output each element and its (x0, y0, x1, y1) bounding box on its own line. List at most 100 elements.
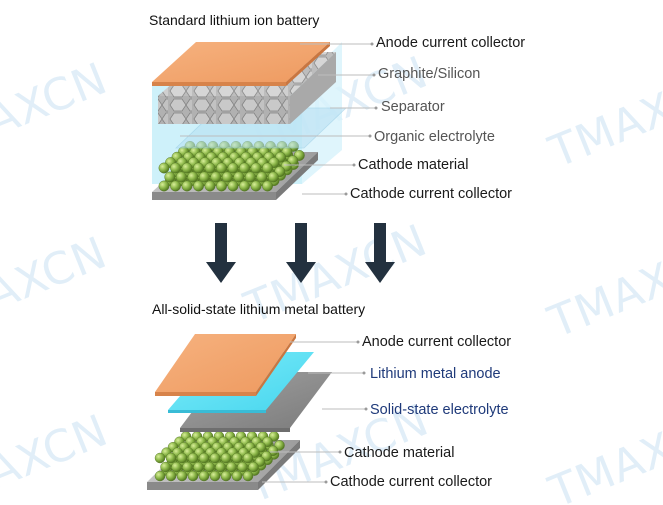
cathode-particle (256, 171, 268, 183)
cathode-particle (220, 452, 232, 464)
cathode-particle (165, 470, 177, 482)
cathode-particle (181, 180, 193, 192)
ss-cathode-material (154, 431, 285, 482)
cathode-particle (216, 162, 227, 174)
cathode-particle (198, 452, 210, 464)
bottom-callout-leaders (262, 341, 366, 483)
cathode-particle (193, 461, 204, 473)
cathode-particle (210, 171, 222, 183)
cathode-particle (262, 180, 273, 192)
cathode-particle (244, 171, 256, 183)
cathode-particle (187, 452, 199, 464)
ss-label-lithium-metal-anode: Lithium metal anode (370, 366, 501, 382)
cathode-particle (267, 171, 279, 183)
ss-anode-current-collector-top (155, 334, 296, 392)
cathode-particle (262, 162, 273, 174)
cathode-particle (227, 162, 239, 174)
label-cathode-current-collector: Cathode current collector (350, 186, 512, 202)
solid-state-electrolyte-front (180, 428, 290, 432)
label-separator: Separator (381, 99, 445, 115)
cathode-particle (154, 452, 166, 464)
cathode-particle (158, 180, 170, 192)
cathode-particle (171, 461, 182, 473)
cathode-particle (231, 470, 243, 482)
graphite-silicon-front (158, 96, 290, 124)
down-arrow-icon (365, 223, 395, 283)
cathode-particle (215, 461, 226, 473)
cathode-particle (220, 470, 232, 482)
cathode-particle (198, 470, 210, 482)
anode-current-collector-top (152, 42, 330, 82)
cathode-particle (239, 162, 250, 174)
cathode-particle (187, 171, 199, 183)
cathode-particle (170, 180, 181, 192)
cathode-particle (231, 452, 243, 464)
standard-battery-stack (152, 42, 347, 200)
cathode-particle (204, 162, 216, 174)
ss-anode-current-collector-front (155, 392, 256, 396)
cathode-particle (239, 180, 250, 192)
ss-label-cathode-material: Cathode material (344, 445, 454, 461)
cathode-particle (176, 452, 188, 464)
watermark: TMAX (541, 253, 663, 349)
bottom-section-title: All-solid-state lithium metal battery (152, 301, 365, 317)
cathode-particle (158, 162, 170, 174)
cathode-particle (242, 452, 254, 464)
cathode-particle (250, 162, 262, 174)
label-organic-electrolyte: Organic electrolyte (374, 129, 495, 145)
cathode-particle (164, 171, 176, 183)
label-cathode-material: Cathode material (358, 157, 468, 173)
cathode-particle (226, 461, 237, 473)
cathode-particle (209, 452, 221, 464)
watermark: AXCN (0, 227, 114, 321)
cathode-particle (165, 452, 177, 464)
cathode-particle (242, 470, 254, 482)
lithium-metal-anode-front (168, 410, 266, 413)
watermark: AXCN (0, 53, 115, 147)
cathode-particle (237, 461, 248, 473)
anode-current-collector-front (152, 82, 286, 86)
cathode-particle (248, 461, 259, 473)
cathode-particle (170, 162, 181, 174)
cathode-material (158, 140, 305, 192)
cathode-current-collector-front (152, 192, 276, 200)
ss-label-solid-state-electrolyte: Solid-state electrolyte (370, 402, 509, 418)
ss-anode-current-collector-side (256, 334, 296, 396)
cathode-particle (160, 461, 171, 473)
label-anode-current-collector: Anode current collector (376, 35, 525, 51)
transition-arrows (206, 223, 395, 283)
top-callout-leaders (180, 43, 376, 195)
cathode-particle (193, 162, 204, 174)
cathode-particle (221, 171, 233, 183)
cathode-particle (227, 180, 239, 192)
label-graphite-silicon: Graphite/Silicon (378, 66, 480, 82)
cathode-particle (198, 171, 210, 183)
cathode-particle (204, 461, 215, 473)
watermark: AXCN (0, 405, 115, 499)
ss-label-anode-current-collector: Anode current collector (362, 334, 511, 350)
anode-current-collector-side (286, 42, 330, 86)
cathode-particle (181, 162, 193, 174)
down-arrow-icon (206, 223, 236, 283)
cathode-particle (233, 171, 245, 183)
cathode-particle (250, 180, 262, 192)
cathode-particle (154, 470, 166, 482)
top-callout-dots (344, 42, 378, 196)
cathode-particle (175, 171, 187, 183)
cathode-particle (176, 470, 188, 482)
solid-state-battery-stack (147, 334, 332, 490)
cathode-particle (182, 461, 193, 473)
watermark: TMAX (541, 423, 663, 505)
ss-cathode-current-collector-front (147, 482, 258, 490)
graphite-silicon-side (290, 52, 336, 124)
ss-label-cathode-current-collector: Cathode current collector (330, 474, 492, 490)
cathode-particle (204, 180, 216, 192)
bottom-callout-dots (324, 340, 368, 484)
cathode-particle (193, 180, 204, 192)
cathode-particle (216, 180, 227, 192)
top-section-title: Standard lithium ion battery (149, 12, 319, 28)
watermark: TMAX (541, 83, 663, 179)
cathode-particle (209, 470, 221, 482)
cathode-particle (187, 470, 199, 482)
